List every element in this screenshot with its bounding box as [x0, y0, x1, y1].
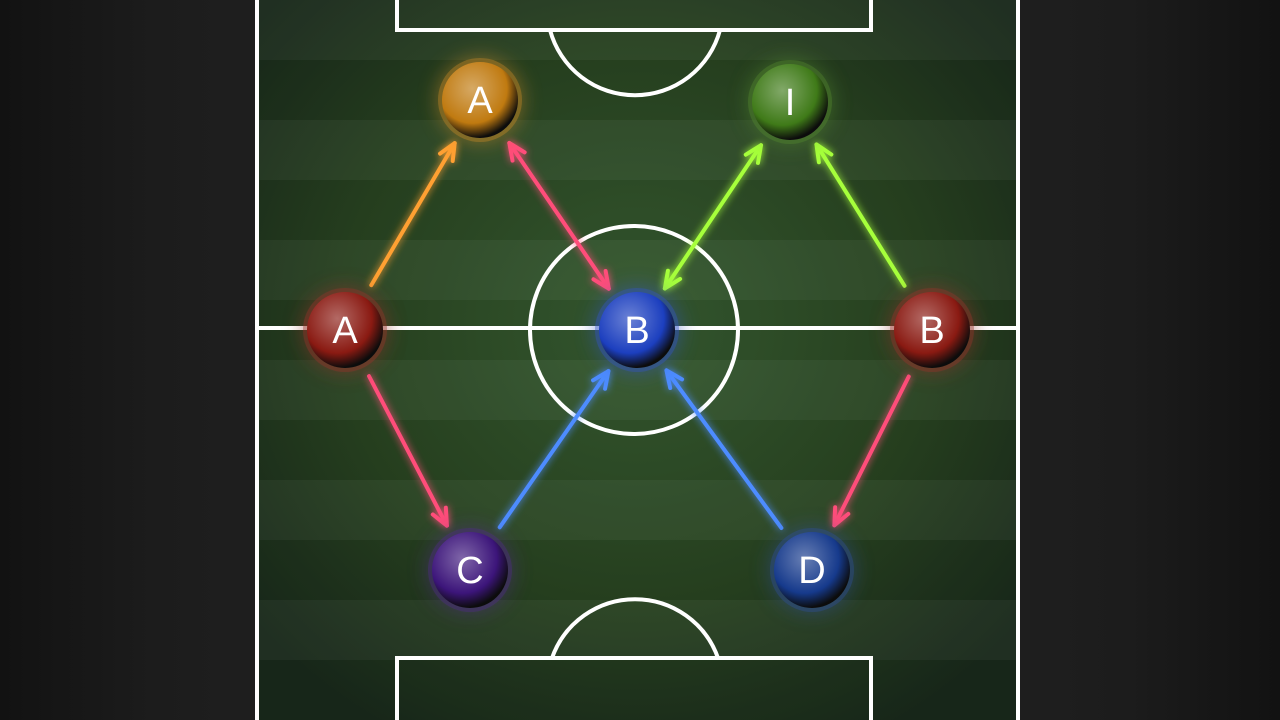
player-label: I [785, 82, 796, 124]
player-label: A [332, 310, 358, 352]
top-penalty-arc [548, 29, 722, 98]
top-penalty-box [395, 0, 873, 32]
arrow-shaft [832, 374, 911, 528]
arrow-head-end [814, 142, 834, 165]
pass-arrow-p3-p1 [369, 141, 457, 288]
bottom-penalty-arc [550, 597, 720, 659]
arrow-head-end [662, 268, 683, 291]
arrow-head-end [591, 268, 611, 291]
center-circle [528, 224, 740, 436]
pass-arrow-p5-p7 [832, 374, 911, 528]
player-p2[interactable]: I [748, 60, 832, 144]
players: A I A B B C D [303, 58, 974, 612]
arrow-shaft [662, 143, 764, 291]
arrow-head-end [591, 369, 611, 391]
arrow-head-end [438, 141, 457, 164]
arrow-head-start [507, 140, 527, 163]
arrow-shaft [664, 368, 784, 530]
player-token [442, 62, 518, 138]
arrow-shaft [497, 369, 611, 530]
pass-arrow-p2-p4 [662, 143, 764, 291]
arrow-head-end [832, 505, 851, 528]
player-p6[interactable]: C [428, 528, 512, 612]
player-label: C [456, 550, 483, 592]
pass-arrow-p5-p2 [814, 142, 907, 288]
player-token [752, 64, 828, 140]
player-label: A [467, 80, 493, 122]
arrow-shaft [367, 374, 449, 528]
player-p3[interactable]: A [303, 288, 387, 372]
player-label: D [798, 550, 825, 592]
player-p4[interactable]: B [595, 288, 679, 372]
player-p1[interactable]: A [438, 58, 522, 142]
arrow-head-end [664, 368, 685, 391]
pass-arrow-p6-p4 [497, 369, 611, 530]
player-token [432, 532, 508, 608]
player-token [307, 292, 383, 368]
arrow-head-start [743, 143, 764, 165]
player-p7[interactable]: D [770, 528, 854, 612]
arrow-shaft [507, 140, 611, 291]
pass-arrow-p7-p4 [664, 368, 784, 530]
arrow-shaft [814, 142, 907, 288]
player-label: B [624, 310, 649, 352]
player-label: B [919, 310, 944, 352]
pass-arrow-p1-p4 [507, 140, 611, 291]
arrow-shaft [369, 141, 457, 288]
player-token [894, 292, 970, 368]
arrow-head-end [430, 505, 449, 528]
pass-arrow-p3-p6 [367, 374, 449, 528]
pass-arrows [367, 140, 911, 530]
player-token [599, 292, 675, 368]
bottom-penalty-box [395, 656, 873, 720]
player-p5[interactable]: B [890, 288, 974, 372]
player-token [774, 532, 850, 608]
